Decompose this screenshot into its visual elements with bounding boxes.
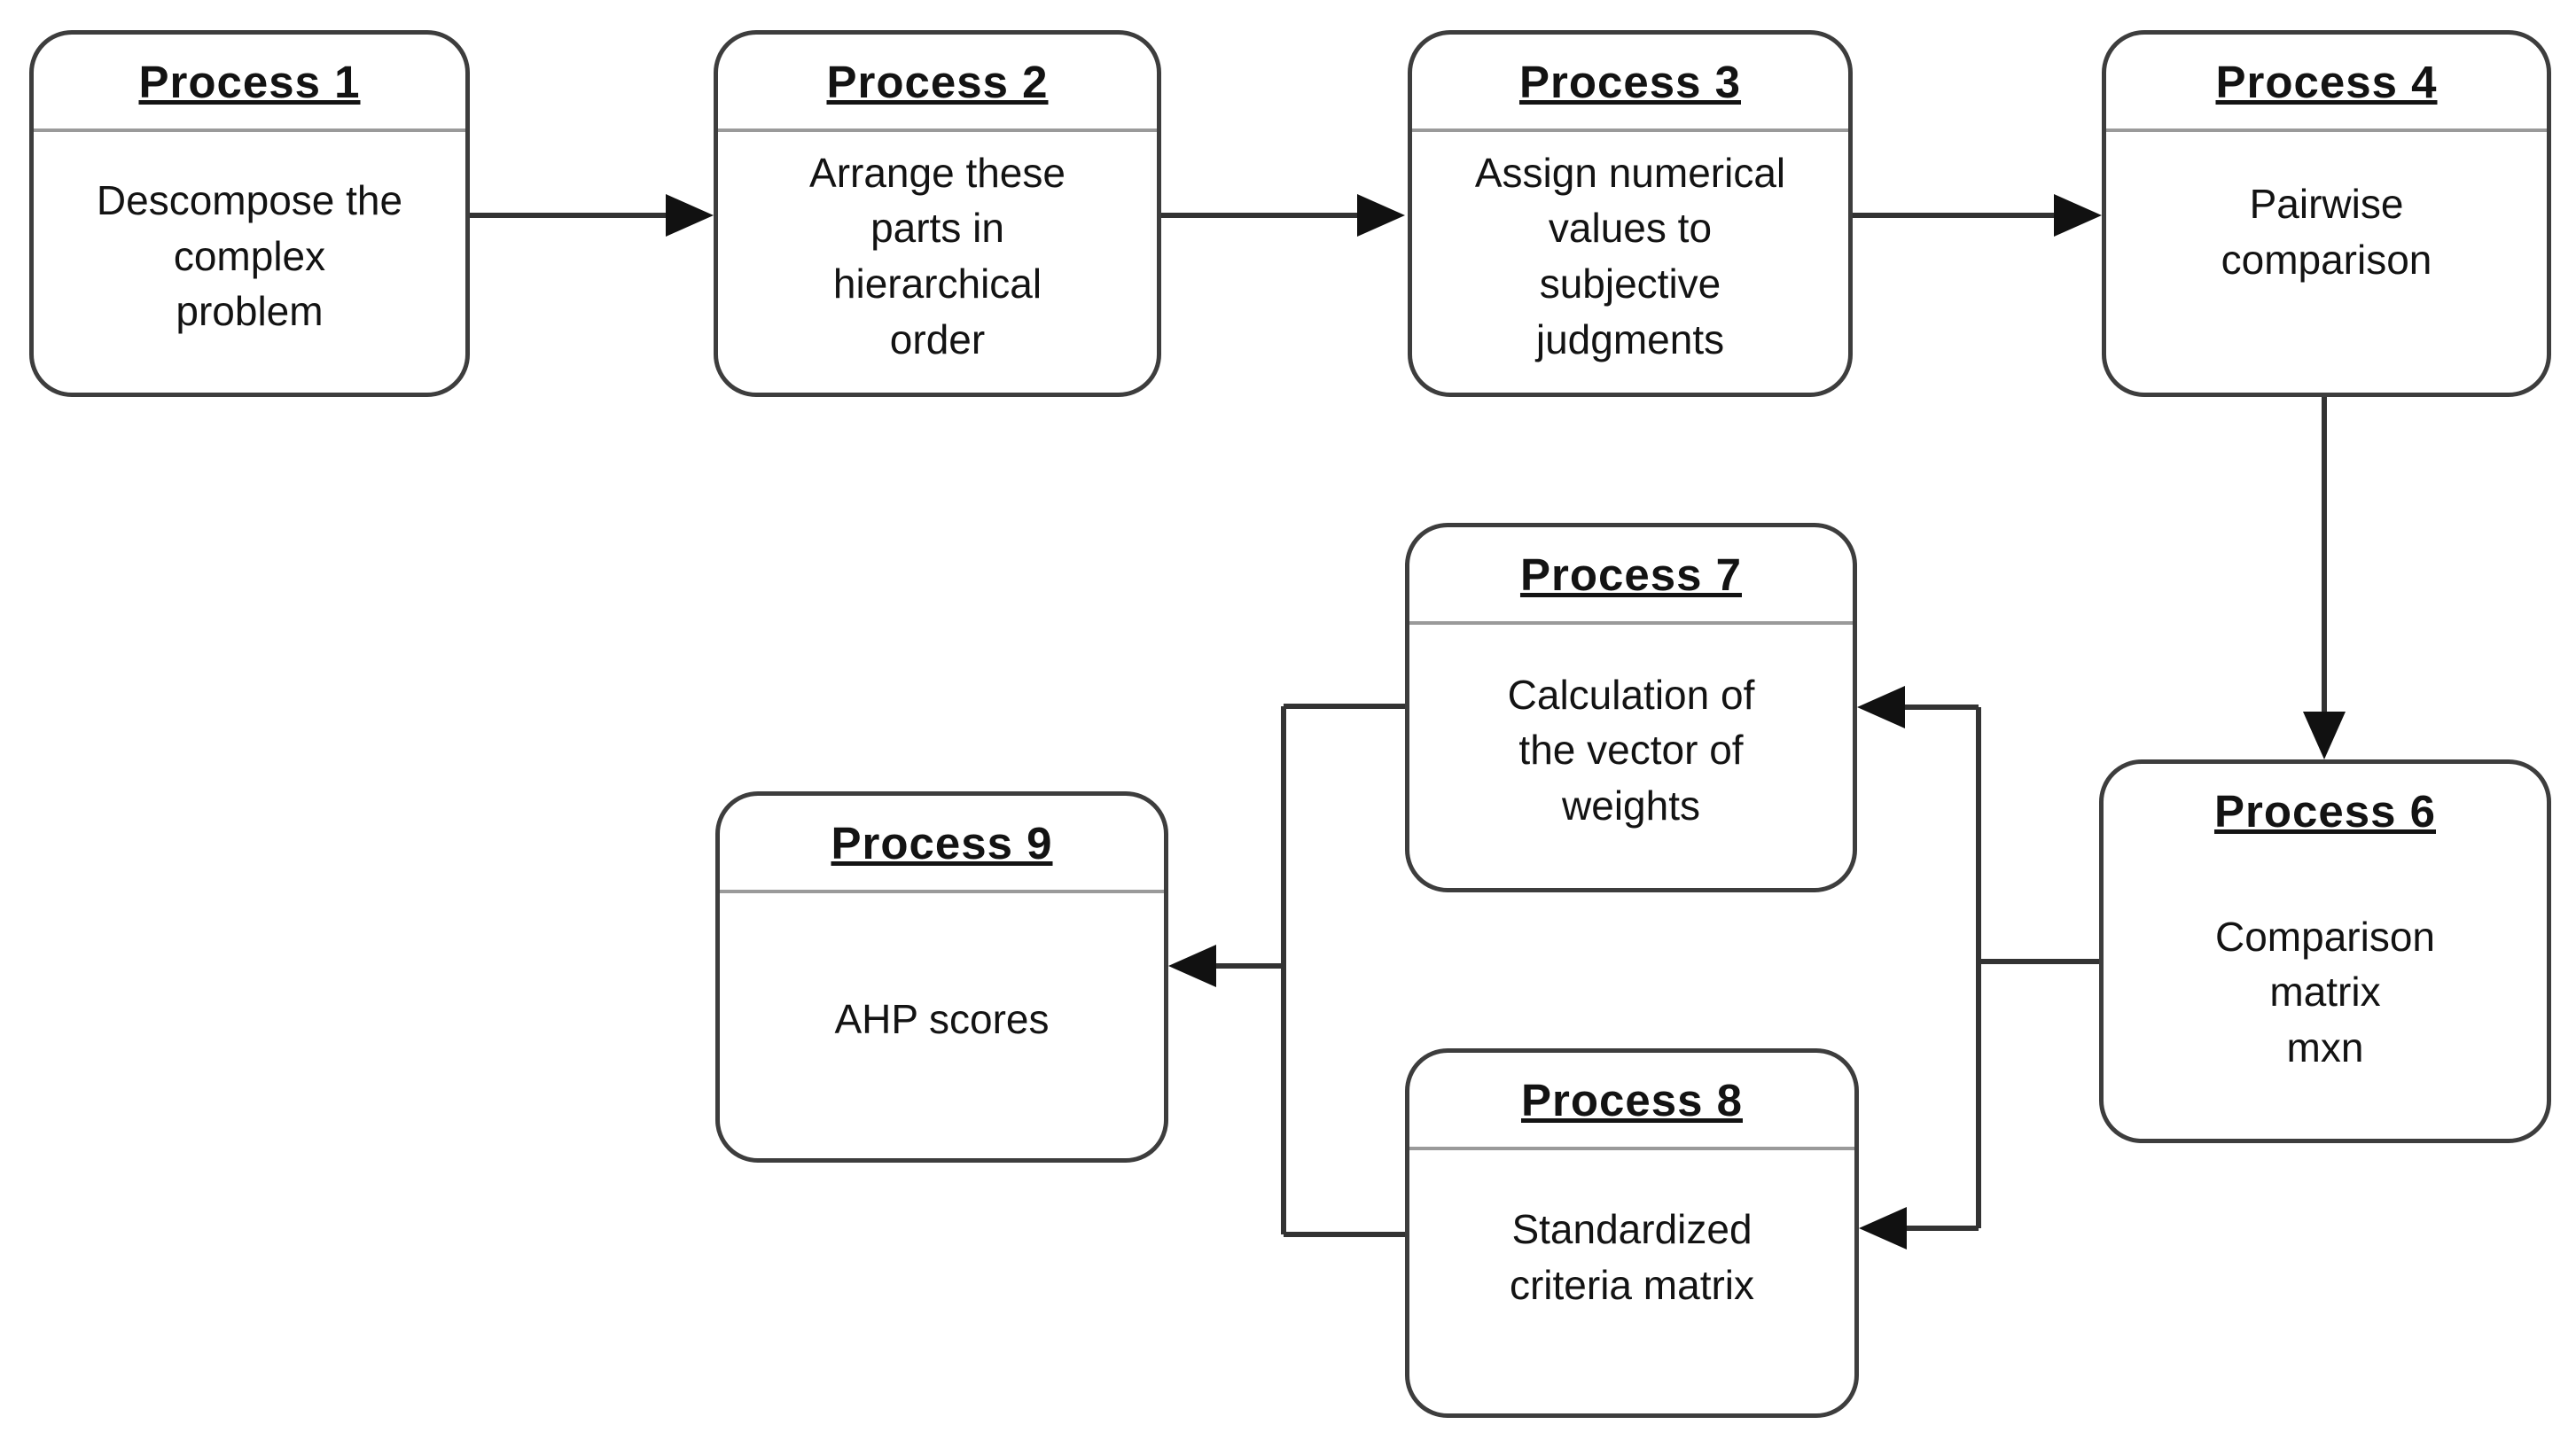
process-4-title: Process 4 xyxy=(2215,56,2438,107)
process-3-node: Process 3 Assign numerical values to sub… xyxy=(1408,30,1853,397)
process-4-body: Pairwise comparison xyxy=(2221,181,2432,283)
edge-process6-process7 xyxy=(1857,686,1979,728)
process-7-body: Calculation of the vector of weights xyxy=(1507,671,1755,829)
process-6-title: Process 6 xyxy=(2213,785,2436,837)
process-8-body: Standardized criteria matrix xyxy=(1509,1206,1755,1308)
divider xyxy=(1412,128,1848,132)
arrowhead-left-icon xyxy=(1857,686,1905,728)
process-8-node: Process 8 Standardized criteria matrix xyxy=(1405,1048,1859,1418)
divider xyxy=(1409,1147,1854,1150)
edge-process6-branch xyxy=(1976,707,2099,1228)
process-2-title: Process 2 xyxy=(826,56,1049,107)
divider xyxy=(2106,128,2547,132)
process-2-body: Arrange these parts in hierarchical orde… xyxy=(809,149,1066,362)
arrowhead-left-icon xyxy=(1168,945,1216,987)
process-9-title: Process 9 xyxy=(831,817,1053,868)
process-6-node: Process 6 Comparison matrix mxn xyxy=(2099,759,2551,1143)
arrowhead-right-icon xyxy=(2054,194,2102,237)
process-3-title: Process 3 xyxy=(1518,56,1741,107)
edge-process2-process3 xyxy=(1161,194,1405,237)
edge-process4-process6 xyxy=(2303,397,2346,759)
process-6-body: Comparison matrix mxn xyxy=(2215,913,2435,1070)
process-7-title: Process 7 xyxy=(1519,549,1742,600)
edge-process7-process8-merge xyxy=(1281,704,1405,1237)
divider xyxy=(34,128,465,132)
process-8-title: Process 8 xyxy=(1520,1074,1743,1125)
process-2-node: Process 2 Arrange these parts in hierarc… xyxy=(714,30,1161,397)
arrowhead-right-icon xyxy=(666,194,714,237)
arrowhead-left-icon xyxy=(1859,1207,1907,1249)
process-4-node: Process 4 Pairwise comparison xyxy=(2102,30,2551,397)
process-1-title: Process 1 xyxy=(138,56,361,107)
divider xyxy=(1409,621,1853,625)
arrowhead-down-icon xyxy=(2303,712,2346,759)
edge-process3-process4 xyxy=(1853,194,2102,237)
process-9-body: AHP scores xyxy=(834,996,1050,1043)
divider xyxy=(718,128,1157,132)
process-7-node: Process 7 Calculation of the vector of w… xyxy=(1405,523,1857,892)
process-9-node: Process 9 AHP scores xyxy=(715,791,1168,1163)
process-1-body: Descompose the complex problem xyxy=(96,177,403,335)
edge-process1-process2 xyxy=(470,194,714,237)
edge-merge-process9 xyxy=(1168,945,1284,987)
process-1-node: Process 1 Descompose the complex problem xyxy=(29,30,470,397)
arrowhead-right-icon xyxy=(1357,194,1405,237)
edge-process6-process8 xyxy=(1859,1207,1979,1249)
process-3-body: Assign numerical values to subjective ju… xyxy=(1474,149,1786,362)
divider xyxy=(720,890,1164,893)
